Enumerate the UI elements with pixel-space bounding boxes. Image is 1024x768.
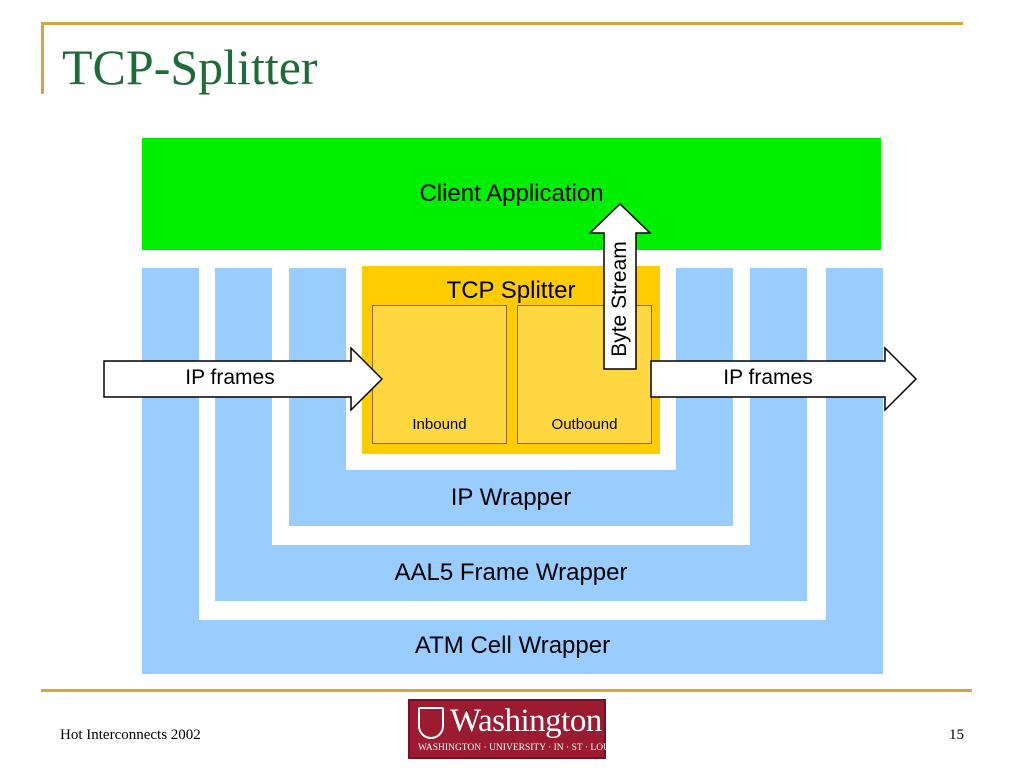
page-number: 15 xyxy=(949,727,964,743)
inbound-queue xyxy=(372,305,507,444)
ip-wrapper-label: IP Wrapper xyxy=(450,484,572,511)
atm-wrapper-label: ATM Cell Wrapper xyxy=(414,632,611,659)
logo-wordmark: Washington xyxy=(450,703,602,739)
client-application-box xyxy=(142,138,881,250)
page-title: TCP-Splitter xyxy=(62,39,318,95)
crest-icon xyxy=(418,707,444,739)
logo-subtitle: WASHINGTON · UNIVERSITY · IN · ST · LOUI… xyxy=(418,743,619,753)
byte-stream-label: Byte Stream xyxy=(608,241,631,357)
ip-frames-in-label: IP frames xyxy=(185,366,275,389)
aal5-wrapper-label: AAL5 Frame Wrapper xyxy=(394,559,628,586)
footer-conference: Hot Interconnects 2002 xyxy=(60,727,201,743)
outbound-label: Outbound xyxy=(551,416,618,433)
client-application-label: Client Application xyxy=(419,180,604,207)
tcp-splitter-label: TCP Splitter xyxy=(446,277,576,304)
ip-frames-out-arrow xyxy=(650,346,918,412)
top-rule xyxy=(41,22,963,25)
footer-rule xyxy=(41,689,972,692)
inbound-label: Inbound xyxy=(412,416,467,433)
title-accent-bar xyxy=(41,22,44,94)
ip-frames-out-label: IP frames xyxy=(723,366,813,389)
university-logo: Washington WASHINGTON · UNIVERSITY · IN … xyxy=(408,699,619,759)
byte-stream-arrow xyxy=(588,202,652,370)
ip-frames-in-arrow xyxy=(103,346,384,412)
